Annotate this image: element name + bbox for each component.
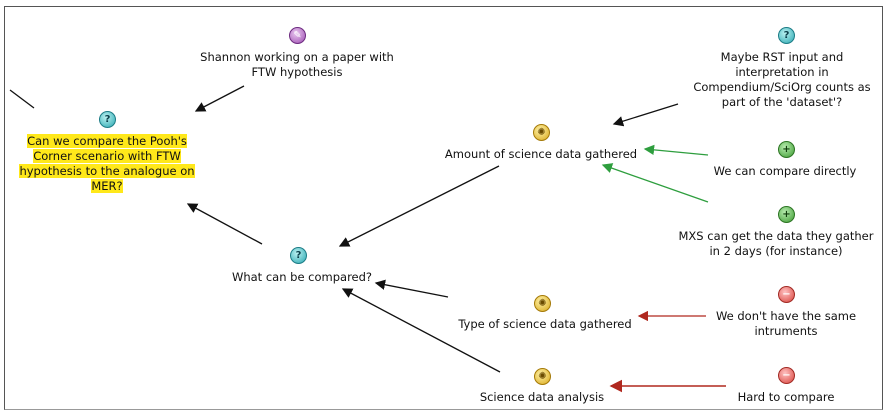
lightbulb-icon[interactable]: ✺ bbox=[533, 124, 550, 141]
node-pooh-line-2: Corner scenario with FTW bbox=[33, 149, 181, 163]
lightbulb-icon[interactable]: ✺ bbox=[534, 368, 551, 385]
node-pooh[interactable]: Can we compare the Pooh's Corner scenari… bbox=[12, 134, 202, 194]
lightbulb-icon[interactable]: ✺ bbox=[534, 295, 551, 312]
question-icon[interactable]: ? bbox=[290, 247, 307, 264]
node-maybe[interactable]: Maybe RST input and interpretation in Co… bbox=[682, 50, 882, 110]
minus-icon[interactable]: − bbox=[778, 286, 795, 303]
note-icon[interactable]: ✎ bbox=[289, 27, 306, 44]
node-type[interactable]: Type of science data gathered bbox=[445, 317, 645, 332]
node-same-line-2: intruments bbox=[754, 324, 818, 338]
minus-icon[interactable]: − bbox=[778, 367, 795, 384]
node-direct[interactable]: We can compare directly bbox=[700, 164, 870, 179]
node-maybe-line-2: interpretation in bbox=[735, 65, 829, 79]
question-icon[interactable]: ? bbox=[778, 27, 795, 44]
node-shannon-line-1: Shannon working on a paper with bbox=[200, 50, 394, 64]
link-maybe-to-amount[interactable] bbox=[612, 103, 679, 127]
node-mxs-line-2: in 2 days (for instance) bbox=[709, 244, 843, 258]
plus-icon[interactable]: + bbox=[778, 206, 795, 223]
link-direct-to-amount[interactable] bbox=[643, 144, 709, 156]
node-maybe-line-1: Maybe RST input and bbox=[720, 50, 844, 64]
link-offscreen[interactable] bbox=[9, 89, 35, 109]
node-hard[interactable]: Hard to compare bbox=[716, 390, 856, 405]
node-pooh-line-3: hypothesis to the analogue on bbox=[19, 164, 195, 178]
node-mxs-line-1: MXS can get the data they gather bbox=[678, 229, 874, 243]
node-pooh-line-1: Can we compare the Pooh's bbox=[27, 134, 187, 148]
node-maybe-line-4: part of the 'dataset'? bbox=[721, 95, 843, 109]
node-analysis[interactable]: Science data analysis bbox=[462, 390, 622, 405]
node-same[interactable]: We don't have the same intruments bbox=[696, 309, 876, 339]
node-analysis-label: Science data analysis bbox=[479, 390, 605, 404]
question-icon[interactable]: ? bbox=[99, 111, 116, 128]
node-shannon-line-2: FTW hypothesis bbox=[251, 65, 343, 79]
plus-icon[interactable]: + bbox=[778, 141, 795, 158]
link-mxs-to-amount[interactable] bbox=[601, 163, 709, 203]
node-same-line-1: We don't have the same bbox=[715, 309, 857, 323]
link-what-to-pooh[interactable] bbox=[186, 203, 263, 245]
node-amount-label: Amount of science data gathered bbox=[444, 147, 638, 161]
node-pooh-line-4: MER? bbox=[91, 179, 123, 193]
node-hard-label: Hard to compare bbox=[737, 390, 835, 404]
node-what-label: What can be compared? bbox=[231, 270, 373, 284]
node-amount[interactable]: Amount of science data gathered bbox=[436, 147, 646, 162]
link-type-to-what[interactable] bbox=[374, 279, 449, 298]
node-direct-label: We can compare directly bbox=[713, 164, 857, 178]
link-shannon-to-pooh[interactable] bbox=[194, 85, 245, 112]
node-what[interactable]: What can be compared? bbox=[222, 270, 382, 285]
node-type-label: Type of science data gathered bbox=[458, 317, 632, 331]
node-maybe-line-3: Compendium/SciOrg counts as bbox=[693, 80, 871, 94]
link-analysis-to-what[interactable] bbox=[341, 288, 501, 373]
link-amount-to-what[interactable] bbox=[338, 165, 500, 247]
node-mxs[interactable]: MXS can get the data they gather in 2 da… bbox=[670, 229, 882, 259]
node-shannon[interactable]: Shannon working on a paper with FTW hypo… bbox=[192, 50, 402, 80]
